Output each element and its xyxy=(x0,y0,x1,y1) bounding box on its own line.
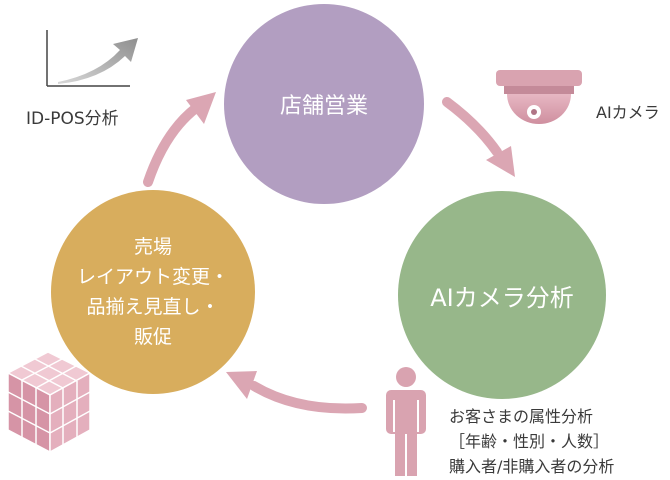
sales-floor-line: 売場 xyxy=(133,236,172,258)
arrow-store-to-ai xyxy=(442,97,515,177)
store-operations-label: 店舗営業 xyxy=(279,94,368,119)
layout-change-line: レイアウト変更・ xyxy=(76,266,229,288)
store-operations-node: 店舗営業 xyxy=(224,4,424,204)
promotion-line: 販促 xyxy=(133,326,172,348)
growth-chart-icon xyxy=(46,30,138,87)
ai-camera-analysis-label: AIカメラ分析 xyxy=(430,283,574,312)
person-icon xyxy=(386,367,426,476)
id-pos-label: ID-POS分析 xyxy=(26,109,119,129)
cube-grid-icon xyxy=(6,351,92,454)
arrow-ai-to-sales xyxy=(226,371,367,414)
sales-floor-node: 売場 レイアウト変更・ 品揃え見直し・ 販促 xyxy=(51,190,255,394)
attributes-detail-line: ［年齢・性別・人数］ xyxy=(449,432,610,451)
customer-analysis-label: お客さまの属性分析 ［年齢・性別・人数］ 購入者/非購入者の分析 xyxy=(449,404,614,479)
ai-camera-analysis-node: AIカメラ分析 xyxy=(398,191,606,399)
customer-attributes-line: お客さまの属性分析 xyxy=(449,407,594,426)
arrow-sales-to-store xyxy=(143,92,216,187)
purchaser-analysis-line: 購入者/非購入者の分析 xyxy=(449,457,615,476)
security-camera-icon xyxy=(496,70,582,124)
ai-camera-label: AIカメラ xyxy=(596,103,660,122)
sales-floor-text: 売場 レイアウト変更・ 品揃え見直し・ 販促 xyxy=(77,232,229,352)
assortment-review-line: 品揃え見直し・ xyxy=(86,296,220,318)
